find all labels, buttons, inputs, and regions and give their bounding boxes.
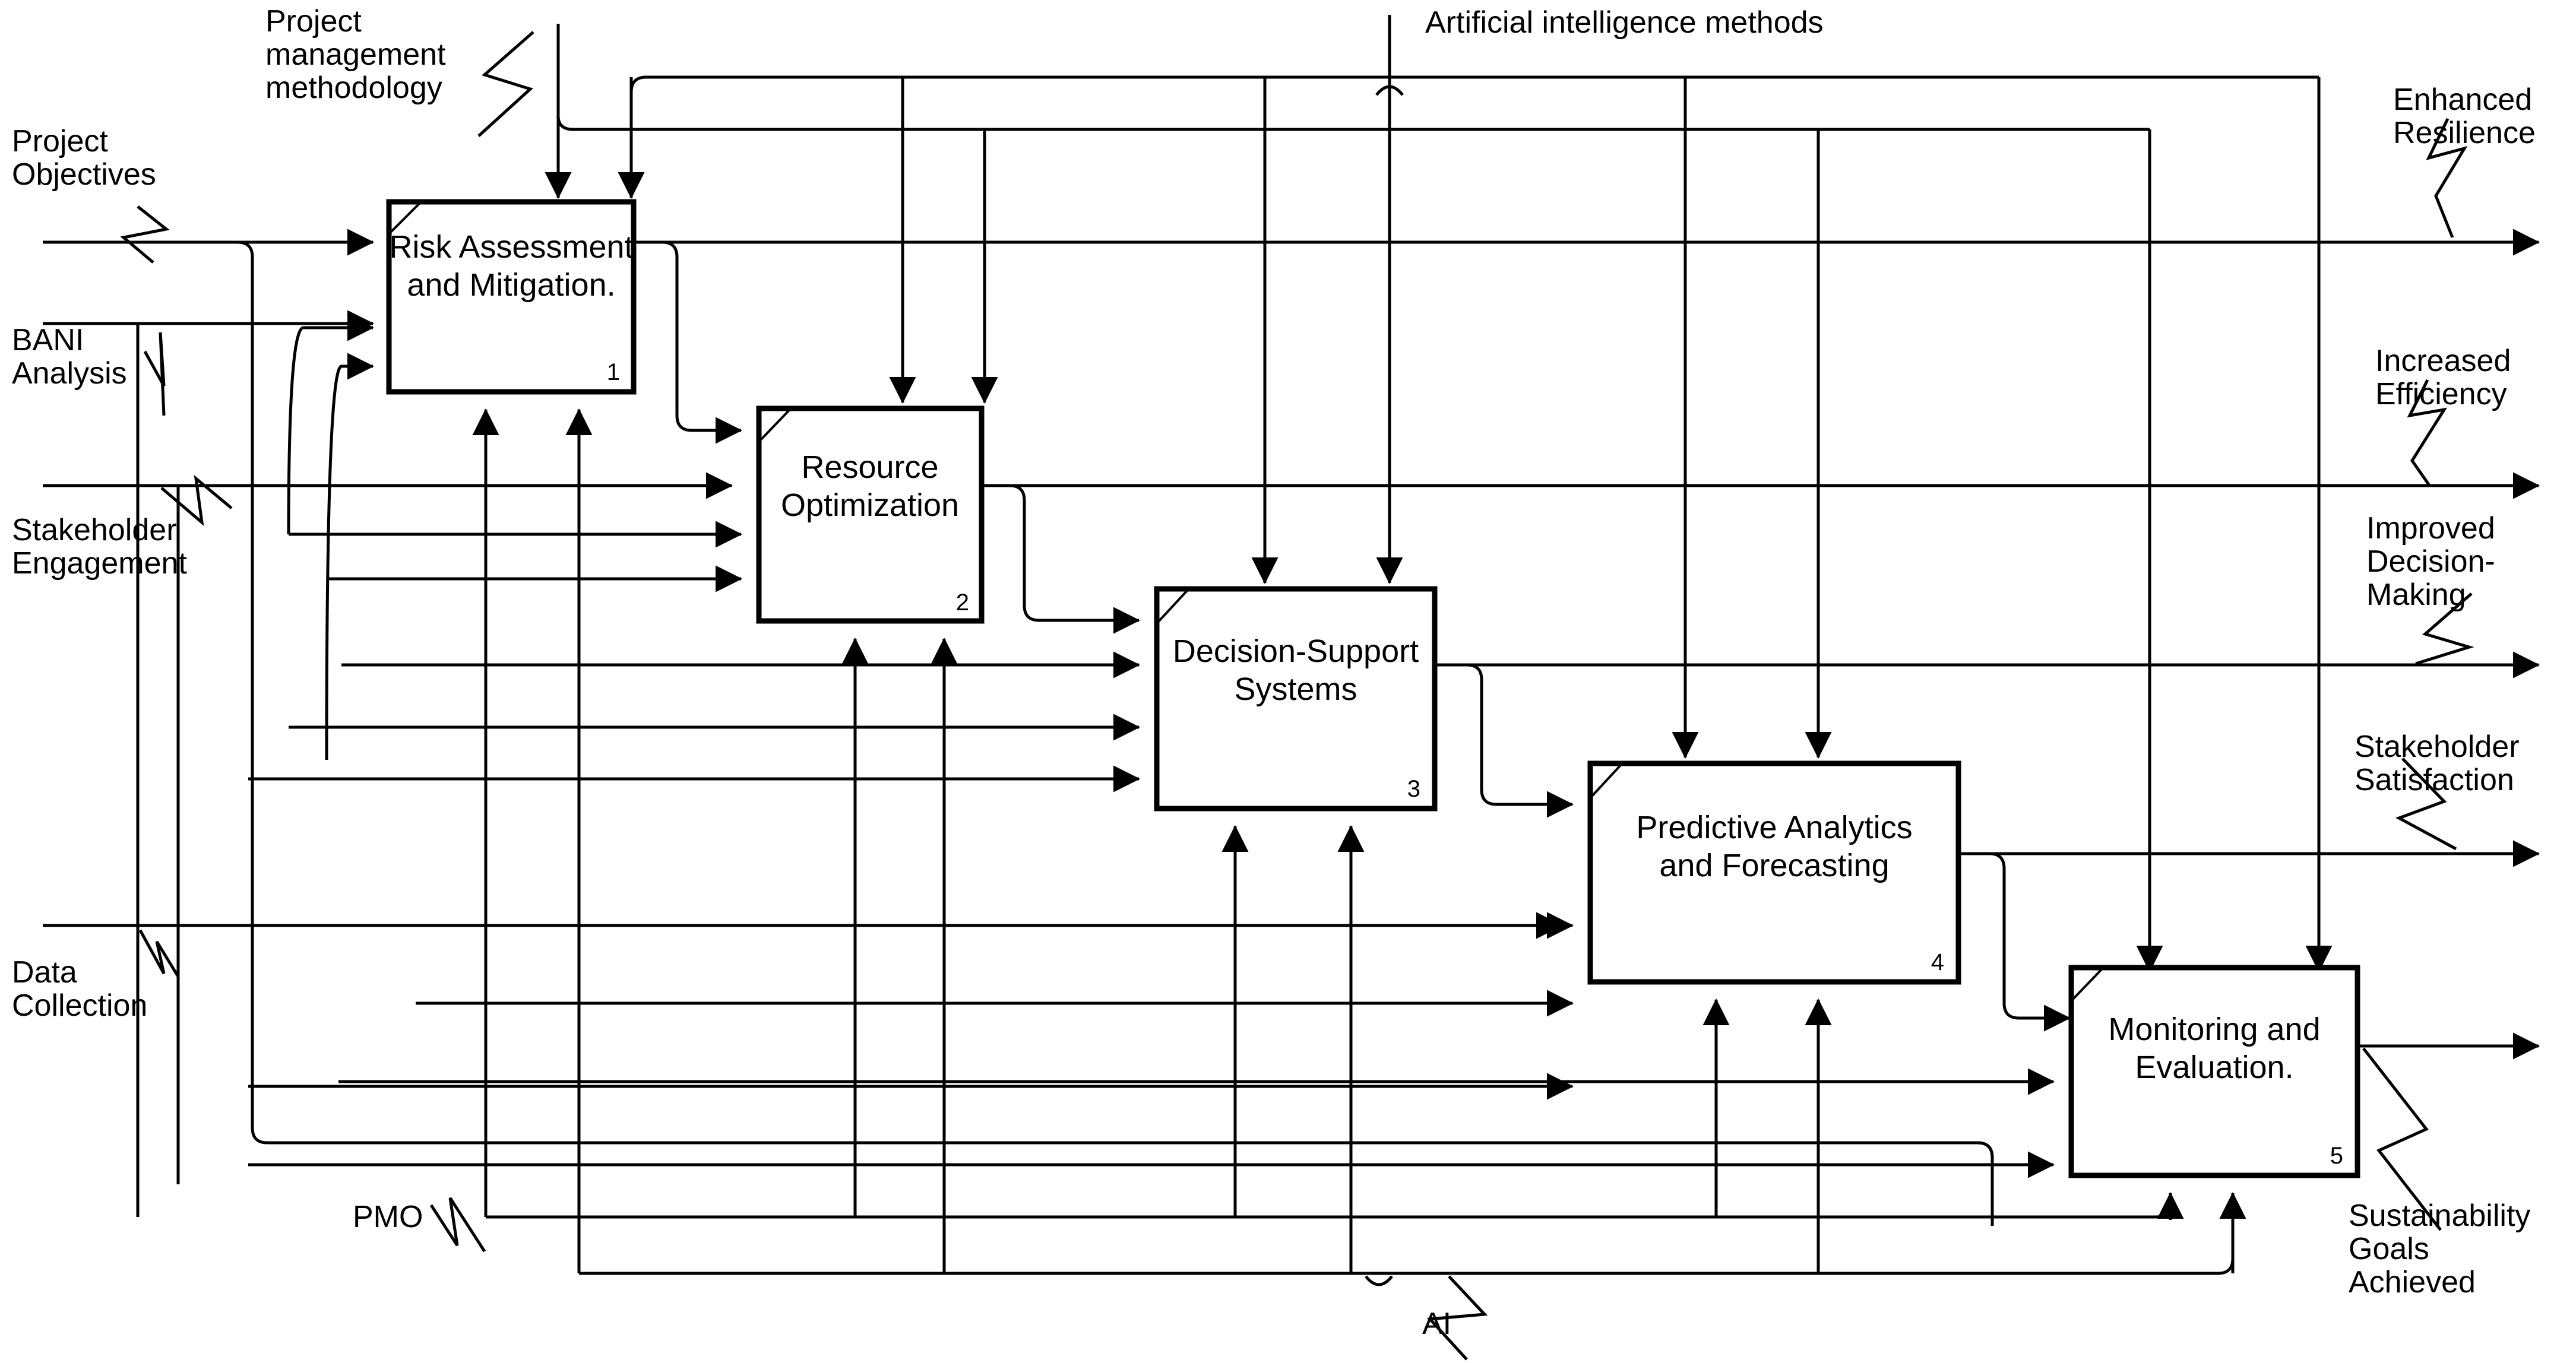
box3-outputs — [1435, 651, 2540, 818]
box3-mechanisms — [1221, 825, 1365, 1273]
dc-line1: Data — [12, 955, 77, 990]
pmm-line2: management — [265, 37, 446, 72]
ie-line1: Increased — [2375, 344, 2511, 378]
sg-line2: Goals — [2349, 1232, 2429, 1267]
output-label-improved-decision-making: Improved Decision- Making — [2366, 511, 2495, 613]
pmm-line1: Project — [265, 4, 362, 39]
idm-line2: Decision- — [2366, 544, 2495, 579]
output-label-increased-efficiency: Increased Efficiency — [2375, 344, 2511, 411]
box4-mechanisms — [1702, 999, 1832, 1273]
activity-2-label-line1: Resource — [801, 449, 938, 485]
se-line2: Engagement — [12, 546, 187, 581]
mechanism-bus-pmo — [429, 1193, 2172, 1253]
po-line2: Objectives — [12, 157, 156, 192]
input-label-stakeholder-engagement: Stakeholder Engagement — [12, 513, 187, 580]
se-line1: Stakeholder — [12, 513, 177, 547]
pmm-line3: methodology — [265, 71, 442, 106]
ss-line2: Satisfaction — [2355, 763, 2514, 798]
output-label-sustainability-goals: Sustainability Goals Achieved — [2349, 1199, 2530, 1299]
output-label-stakeholder-satisfaction: Stakeholder Satisfaction — [2355, 730, 2520, 797]
activity-3-label-line2: Systems — [1234, 671, 1357, 707]
activity-1-label-line1: Risk Assessment — [389, 229, 633, 265]
er-line2: Resilience — [2393, 116, 2536, 151]
activity-4-label-line1: Predictive Analytics — [1636, 810, 1912, 845]
activity-1-label-line2: and Mitigation. — [407, 267, 615, 303]
control-pmm-to-box1 — [477, 24, 572, 199]
activity-2-label-line2: Optimization — [781, 487, 959, 523]
bani-line1: BANI — [12, 323, 84, 357]
box4-inputs — [43, 912, 1574, 1100]
box2-mechanisms — [841, 638, 958, 1273]
output-tick-marks — [2362, 118, 2474, 1231]
input-label-bani-analysis: BANI Analysis — [12, 324, 127, 390]
sg-line3: Achieved — [2349, 1265, 2476, 1300]
activity-3-label-line1: Decision-Support — [1173, 633, 1419, 669]
activity-5-number: 5 — [2330, 1143, 2343, 1169]
box2-inputs — [289, 521, 742, 592]
activity-3-number: 3 — [1407, 776, 1420, 802]
activity-5-label-line2: Evaluation. — [2135, 1050, 2293, 1085]
mechanism-bus-ai — [579, 1193, 2235, 1361]
idm-line1: Improved — [2366, 511, 2495, 546]
er-line1: Enhanced — [2393, 83, 2533, 117]
control-label-ai-methods: Artificial intelligence methods — [1425, 5, 1824, 40]
input-project-objectives — [43, 205, 1977, 1145]
input-label-data-collection: Data Collection — [12, 956, 147, 1022]
activity-5-label-line1: Monitoring and — [2108, 1012, 2320, 1047]
activity-box-1[interactable] — [386, 199, 637, 395]
output-label-enhanced-resilience: Enhanced Resilience — [2393, 83, 2536, 150]
po-line1: Project — [12, 124, 108, 159]
activity-2-number: 2 — [956, 589, 969, 616]
control-branches — [618, 77, 2333, 972]
activity-box-3[interactable] — [1154, 586, 1438, 812]
box5-inputs — [248, 1068, 2055, 1178]
input-label-project-objectives: Project Objectives — [12, 125, 156, 191]
activity-box-5[interactable] — [2068, 965, 2360, 1178]
ie-line2: Efficiency — [2375, 377, 2507, 412]
bani-line2: Analysis — [12, 356, 127, 391]
input-data-collection — [43, 912, 1563, 978]
box1-outputs — [634, 229, 2540, 444]
idm-line3: Making — [2366, 578, 2466, 613]
control-label-project-management-methodology: Project management methodology — [265, 4, 503, 106]
activity-1-number: 1 — [607, 359, 620, 385]
activity-4-number: 4 — [1931, 949, 1944, 975]
box2-outputs — [982, 472, 2540, 634]
feedback-into-box1 — [287, 314, 374, 760]
sg-line1: Sustainability — [2349, 1199, 2531, 1233]
activity-box-4[interactable] — [1587, 760, 1961, 985]
activity-box-2[interactable] — [756, 405, 985, 624]
box4-outputs — [1958, 840, 2540, 1032]
box3-inputs — [248, 651, 1140, 793]
box5-mechanisms — [267, 1141, 2246, 1273]
ss-line1: Stakeholder — [2355, 730, 2520, 764]
input-bani-analysis — [43, 310, 374, 1217]
mechanism-label-ai: AI — [1422, 1307, 1452, 1341]
activity-4-label-line2: and Forecasting — [1659, 848, 1889, 883]
dc-line2: Collection — [12, 988, 148, 1023]
mechanism-label-pmo: PMO — [353, 1200, 423, 1234]
input-stakeholder-engagement — [43, 472, 733, 1184]
